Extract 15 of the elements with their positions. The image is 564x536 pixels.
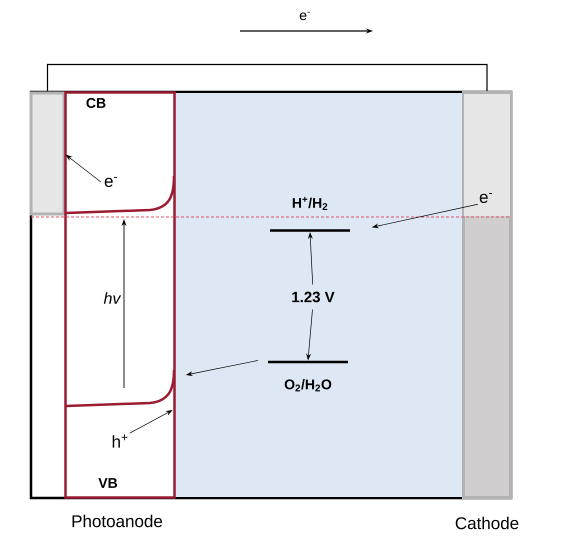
node-label: VB	[98, 478, 118, 488]
wire	[46, 64, 488, 92]
electron-label: e$^{-}$	[104, 176, 117, 188]
photoanode-label: Photoanode	[72, 514, 162, 528]
energy-level: O$_{2}$/H$_{2}$O	[268, 360, 348, 392]
voltage-label: 1.23 V	[292, 292, 335, 302]
hole-label: h$^{+}$	[112, 434, 128, 448]
arrow	[66, 154, 102, 182]
photon-energy-label: hv	[104, 292, 122, 304]
node-label: CB	[86, 98, 106, 108]
electron-label: e$^{-}$	[300, 12, 310, 20]
electron-label: e$^{-}$	[480, 192, 492, 204]
back-contact-box	[30, 92, 66, 216]
energy-level: H$^{+}$/H$_{2}$	[270, 196, 350, 232]
cathode-label: Cathode	[456, 516, 518, 530]
